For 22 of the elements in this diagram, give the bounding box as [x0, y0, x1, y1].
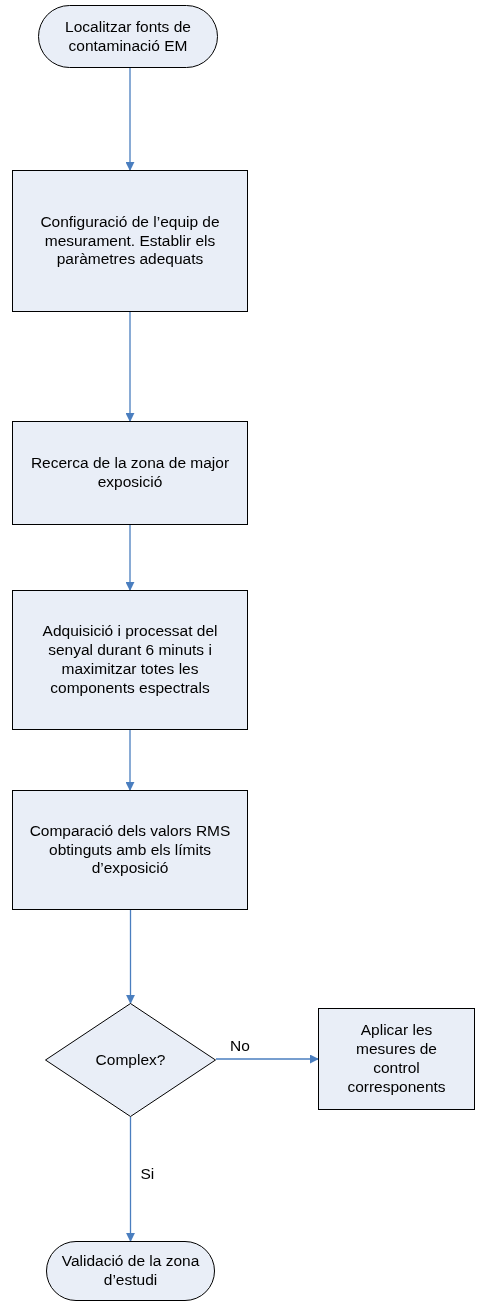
process-box	[12, 590, 248, 730]
process-box	[12, 421, 248, 525]
arrow	[126, 1116, 135, 1242]
arrow	[125, 729, 135, 791]
process-box	[12, 790, 248, 910]
arrow	[125, 311, 135, 422]
process-box	[12, 170, 248, 312]
decision-diamond	[45, 1003, 216, 1117]
arrow	[125, 524, 135, 591]
arrow	[215, 1054, 319, 1064]
process-box	[318, 1008, 475, 1110]
node-text: Localitzar fonts de contaminació EM	[64, 17, 192, 56]
arrow	[126, 909, 135, 1004]
node-text: Recerca de la zona de major exposició	[29, 454, 231, 492]
node-text: Validació de la zona d’estudi	[60, 1252, 201, 1290]
node-text: Comparació dels valors RMS obtinguts amb els límits d’exposició	[28, 821, 232, 879]
node-text: Aplicar les mesures de control corresponents	[346, 1021, 447, 1097]
terminator-shape	[46, 1241, 215, 1301]
node-text: Adquisició i processat del senyal durant 6 minuts i maximitzar totes les components espectrals	[41, 622, 219, 698]
node-text: Configuració de l’equip de mesurament. Establir els paràmetres adequats	[39, 212, 221, 270]
node-text: Complex?	[95, 1050, 166, 1070]
arrow	[125, 67, 135, 171]
